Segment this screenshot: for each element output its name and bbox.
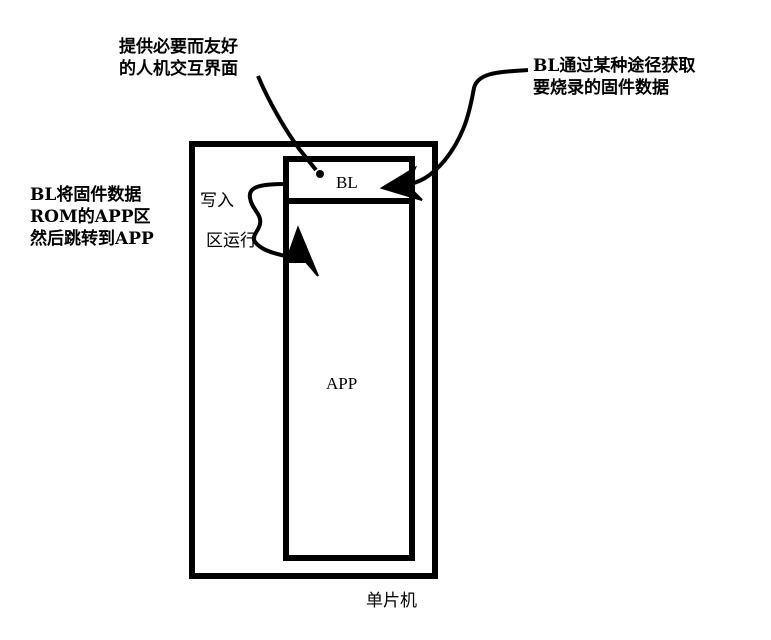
write-note-line-3: 然后跳转到APP [30, 229, 154, 249]
acquire-note-line-2: 要烧录的固件数据 [533, 78, 669, 98]
region-run-label: 区运行 [206, 231, 257, 251]
ui-note-line-1: 提供必要而友好 [119, 37, 238, 57]
chip-box [189, 141, 438, 579]
ui-note-line-2: 的人机交互界面 [119, 59, 238, 79]
acquire-note: BL通过某种途径获取 要烧录的固件数据 [533, 55, 695, 99]
ui-connector-line [256, 75, 318, 172]
chip-label: 单片机 [366, 591, 417, 611]
app-region-label: APP [326, 374, 358, 393]
bl-region-label: BL [336, 173, 358, 192]
ui-note: 提供必要而友好 的人机交互界面 [119, 36, 238, 80]
write-in-label: 写入 [200, 191, 234, 211]
write-note: BL将固件数据 ROM的APP区 然后跳转到APP [30, 184, 154, 250]
write-arrow-line [247, 182, 297, 260]
write-arrowhead [284, 225, 319, 277]
write-note-line-2: ROM的APP区 [30, 207, 151, 227]
write-note-line-1: BL将固件数据 [30, 185, 142, 205]
acquire-arrow-line [404, 68, 529, 187]
ui-connector-dot [316, 170, 324, 178]
acquire-note-line-1: BL通过某种途径获取 [533, 56, 696, 76]
acquire-arrowhead [379, 165, 423, 201]
app-region-box [283, 198, 415, 561]
